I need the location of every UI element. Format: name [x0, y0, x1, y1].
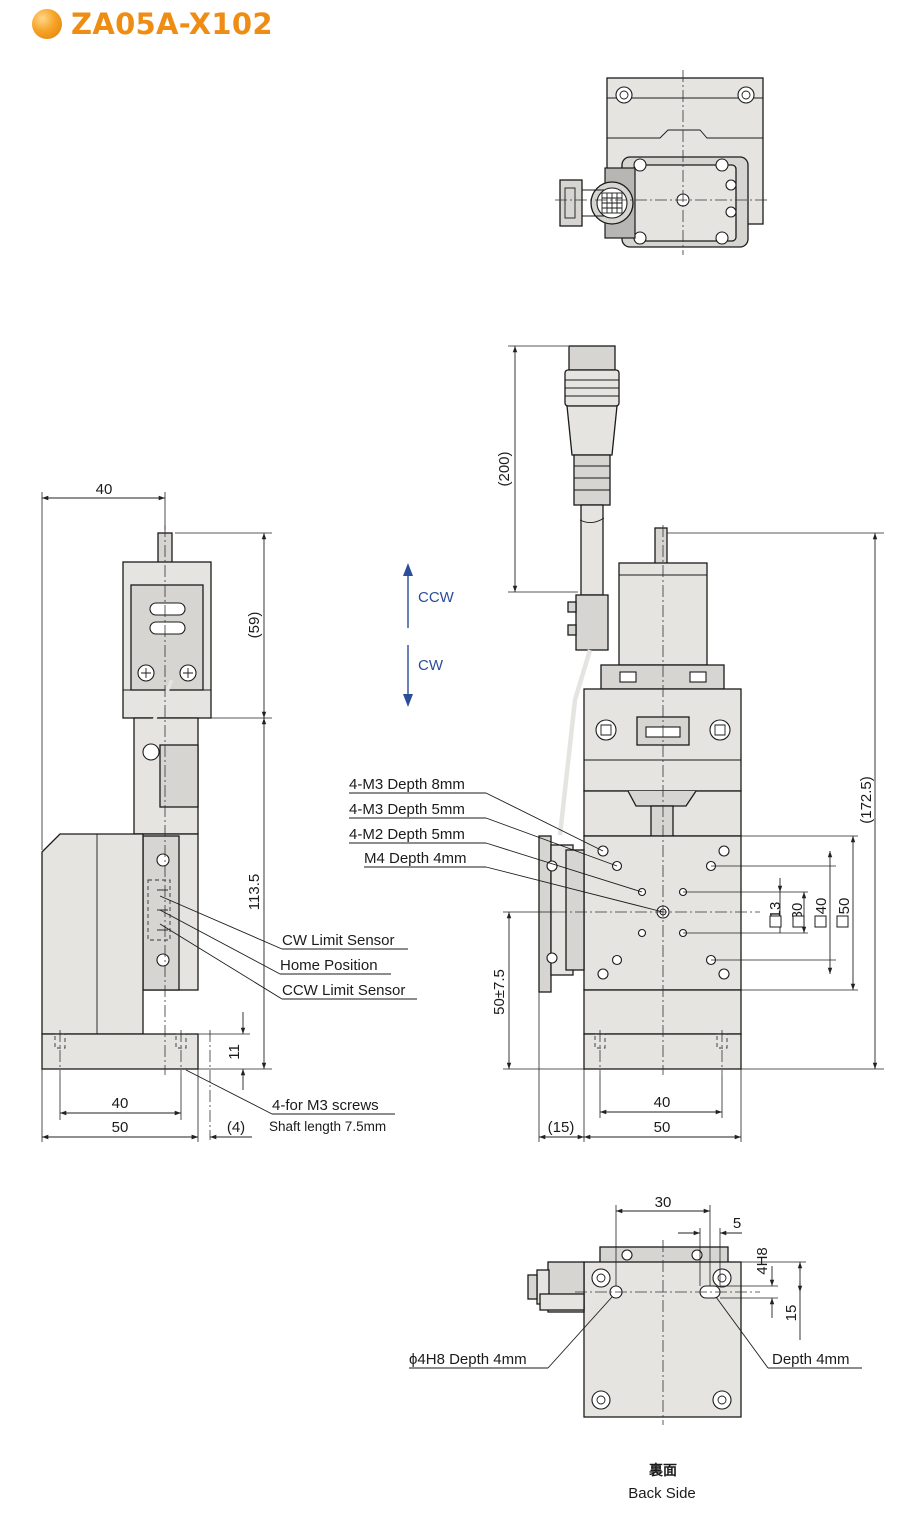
- dim-top-width: 40: [96, 481, 113, 498]
- front-dimensions: (200) (172.5) 50±7.5 40 50 (15) 30 40: [491, 345, 884, 1142]
- label-phi-hole: ϕ4H8 Depth 4mm: [409, 1351, 527, 1368]
- dim-base-height: 11: [226, 1044, 243, 1060]
- dim-back-5: 5: [733, 1215, 741, 1232]
- front-view: [538, 345, 760, 1075]
- side-labels: CW Limit Sensor Home Position CCW Limit …: [159, 895, 417, 1134]
- label-m3-screws: 4-for M3 screws: [272, 1097, 379, 1114]
- dim-shaft-offset: (4): [227, 1119, 245, 1136]
- dim-front-base-width: 50: [654, 1119, 671, 1136]
- dim-sq30: 30: [789, 903, 806, 920]
- direction-indicator: CCW CW: [403, 563, 455, 707]
- dim-table-height: 50±7.5: [491, 969, 508, 1015]
- dim-hole-pitch: 40: [112, 1095, 129, 1112]
- dim-back-15: 15: [783, 1305, 800, 1322]
- top-view: [555, 70, 770, 255]
- dim-total-height: (172.5): [858, 776, 875, 824]
- label-m2-depth5: 4-M2 Depth 5mm: [349, 826, 465, 843]
- table-holes: [597, 845, 730, 980]
- dim-base-width: 50: [112, 1119, 129, 1136]
- label-home-position: Home Position: [280, 957, 378, 974]
- dim-cable-length: (200): [496, 451, 513, 486]
- side-view: [41, 525, 212, 1140]
- page-title: ZA05A-X102: [71, 7, 273, 41]
- label-m3-depth5: 4-M3 Depth 5mm: [349, 801, 465, 818]
- label-shaft-length: Shaft length 7.5mm: [269, 1119, 386, 1134]
- dim-sq50: 50: [836, 898, 853, 915]
- dim-back-4h8: 4H8: [754, 1247, 771, 1275]
- connector-pins: [601, 192, 623, 214]
- dim-back-30: 30: [655, 1194, 672, 1211]
- back-labels: ϕ4H8 Depth 4mm Depth 4mm 裏面 Back Side: [409, 1296, 862, 1502]
- caption-back-side: Back Side: [628, 1485, 696, 1502]
- dim-stage-height: 113.5: [246, 874, 263, 910]
- label-m4-depth4: M4 Depth 4mm: [364, 850, 467, 867]
- title-bar: ZA05A-X102: [32, 6, 273, 42]
- dim-motor-height: (59): [246, 612, 263, 639]
- dim-front-hole-pitch: 40: [654, 1094, 671, 1111]
- label-m3-depth8: 4-M3 Depth 8mm: [349, 776, 465, 793]
- front-labels: 4-M3 Depth 8mm 4-M3 Depth 5mm 4-M2 Depth…: [349, 776, 664, 913]
- side-dimensions: 40 (59) 113.5 11 40 50 (4): [41, 481, 272, 1142]
- cw-label: CW: [418, 657, 444, 674]
- label-slot-depth: Depth 4mm: [772, 1351, 850, 1368]
- dim-sq40: 40: [813, 898, 830, 915]
- caption-japanese: 裏面: [648, 1462, 677, 1479]
- label-ccw-limit-sensor: CCW Limit Sensor: [282, 982, 405, 999]
- dim-sq13: 13: [767, 902, 784, 919]
- ccw-label: CCW: [418, 589, 455, 606]
- orange-bullet-icon: [32, 9, 62, 39]
- back-view: [527, 1240, 760, 1425]
- label-cw-limit-sensor: CW Limit Sensor: [282, 932, 395, 949]
- back-dimensions: 30 5 4H8 15: [615, 1194, 806, 1340]
- dim-cable-offset: (15): [548, 1119, 575, 1136]
